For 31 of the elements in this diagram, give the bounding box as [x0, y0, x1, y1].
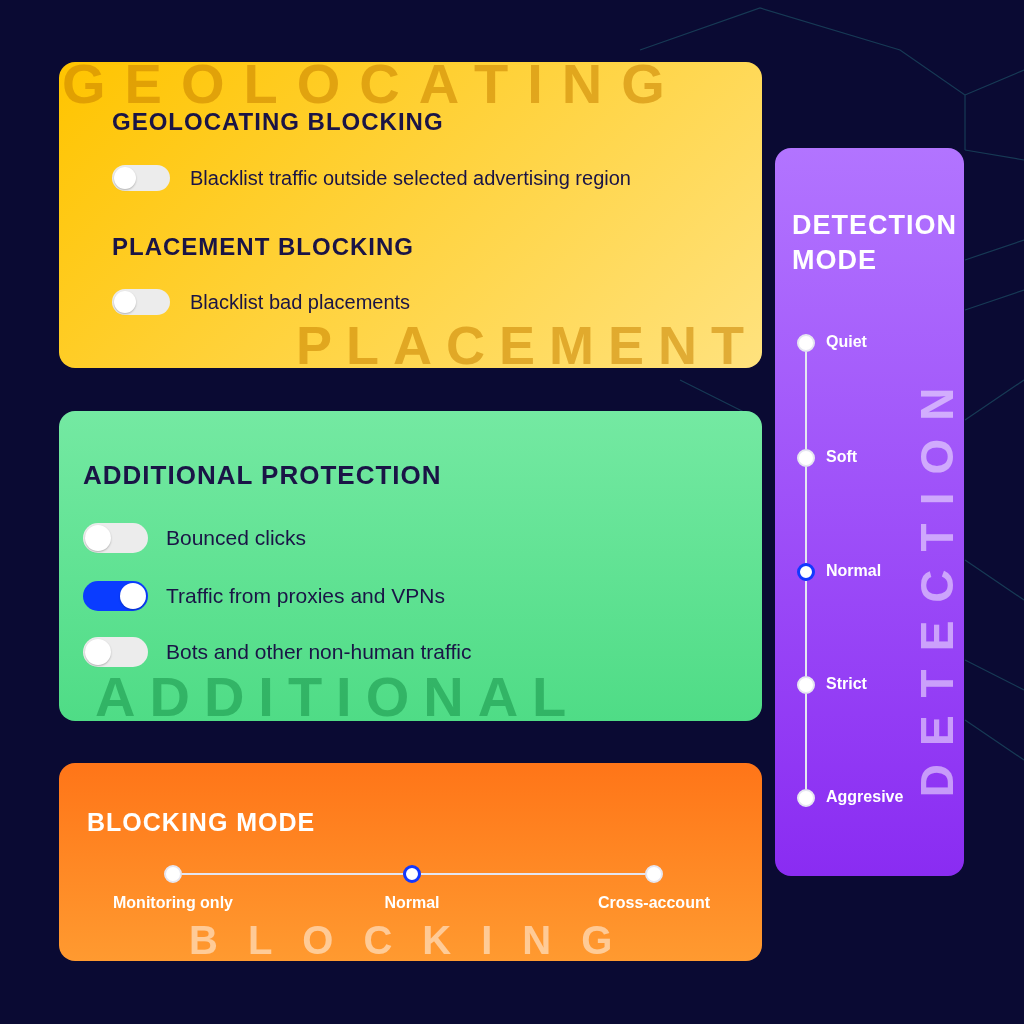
slider-label: Normal — [826, 562, 882, 580]
slider-track — [805, 580, 807, 677]
slider-track — [181, 873, 404, 875]
background-word: DETECTION — [910, 368, 964, 799]
protection-settings-card — [59, 411, 762, 721]
slider-track — [420, 873, 646, 875]
geolocation-settings-card — [59, 62, 762, 368]
slider-track — [805, 351, 807, 450]
slider-label: Normal — [384, 894, 440, 912]
option-label: Blacklist bad placements — [190, 290, 411, 314]
slider-label: Monitoring only — [113, 894, 233, 912]
slider-label: Quiet — [826, 333, 867, 351]
detection-mode-card — [775, 148, 964, 876]
slider-label: Strict — [826, 675, 867, 693]
background-word: BLOCKING — [189, 917, 643, 961]
slider-track — [805, 693, 807, 790]
section-heading: BLOCKING MODE — [87, 808, 316, 837]
slider-label: Aggresive — [826, 788, 904, 806]
section-heading: DETECTION MODE — [792, 209, 958, 277]
option-label: Bounced clicks — [166, 525, 307, 550]
option-label: Blacklist traffic outside selected advertising region — [190, 166, 631, 190]
slider-track — [805, 466, 807, 564]
section-heading: GEOLOCATING BLOCKING — [112, 108, 444, 136]
section-heading: ADDITIONAL PROTECTION — [83, 461, 442, 491]
blocking-mode-card — [59, 763, 762, 961]
slider-label: Cross-account — [598, 894, 710, 912]
option-label: Bots and other non-human traffic — [166, 639, 472, 664]
background-word: PLACEMENT — [296, 314, 758, 368]
option-label: Traffic from proxies and VPNs — [166, 583, 445, 608]
section-heading: PLACEMENT BLOCKING — [112, 233, 414, 261]
slider-label: Soft — [826, 448, 858, 466]
